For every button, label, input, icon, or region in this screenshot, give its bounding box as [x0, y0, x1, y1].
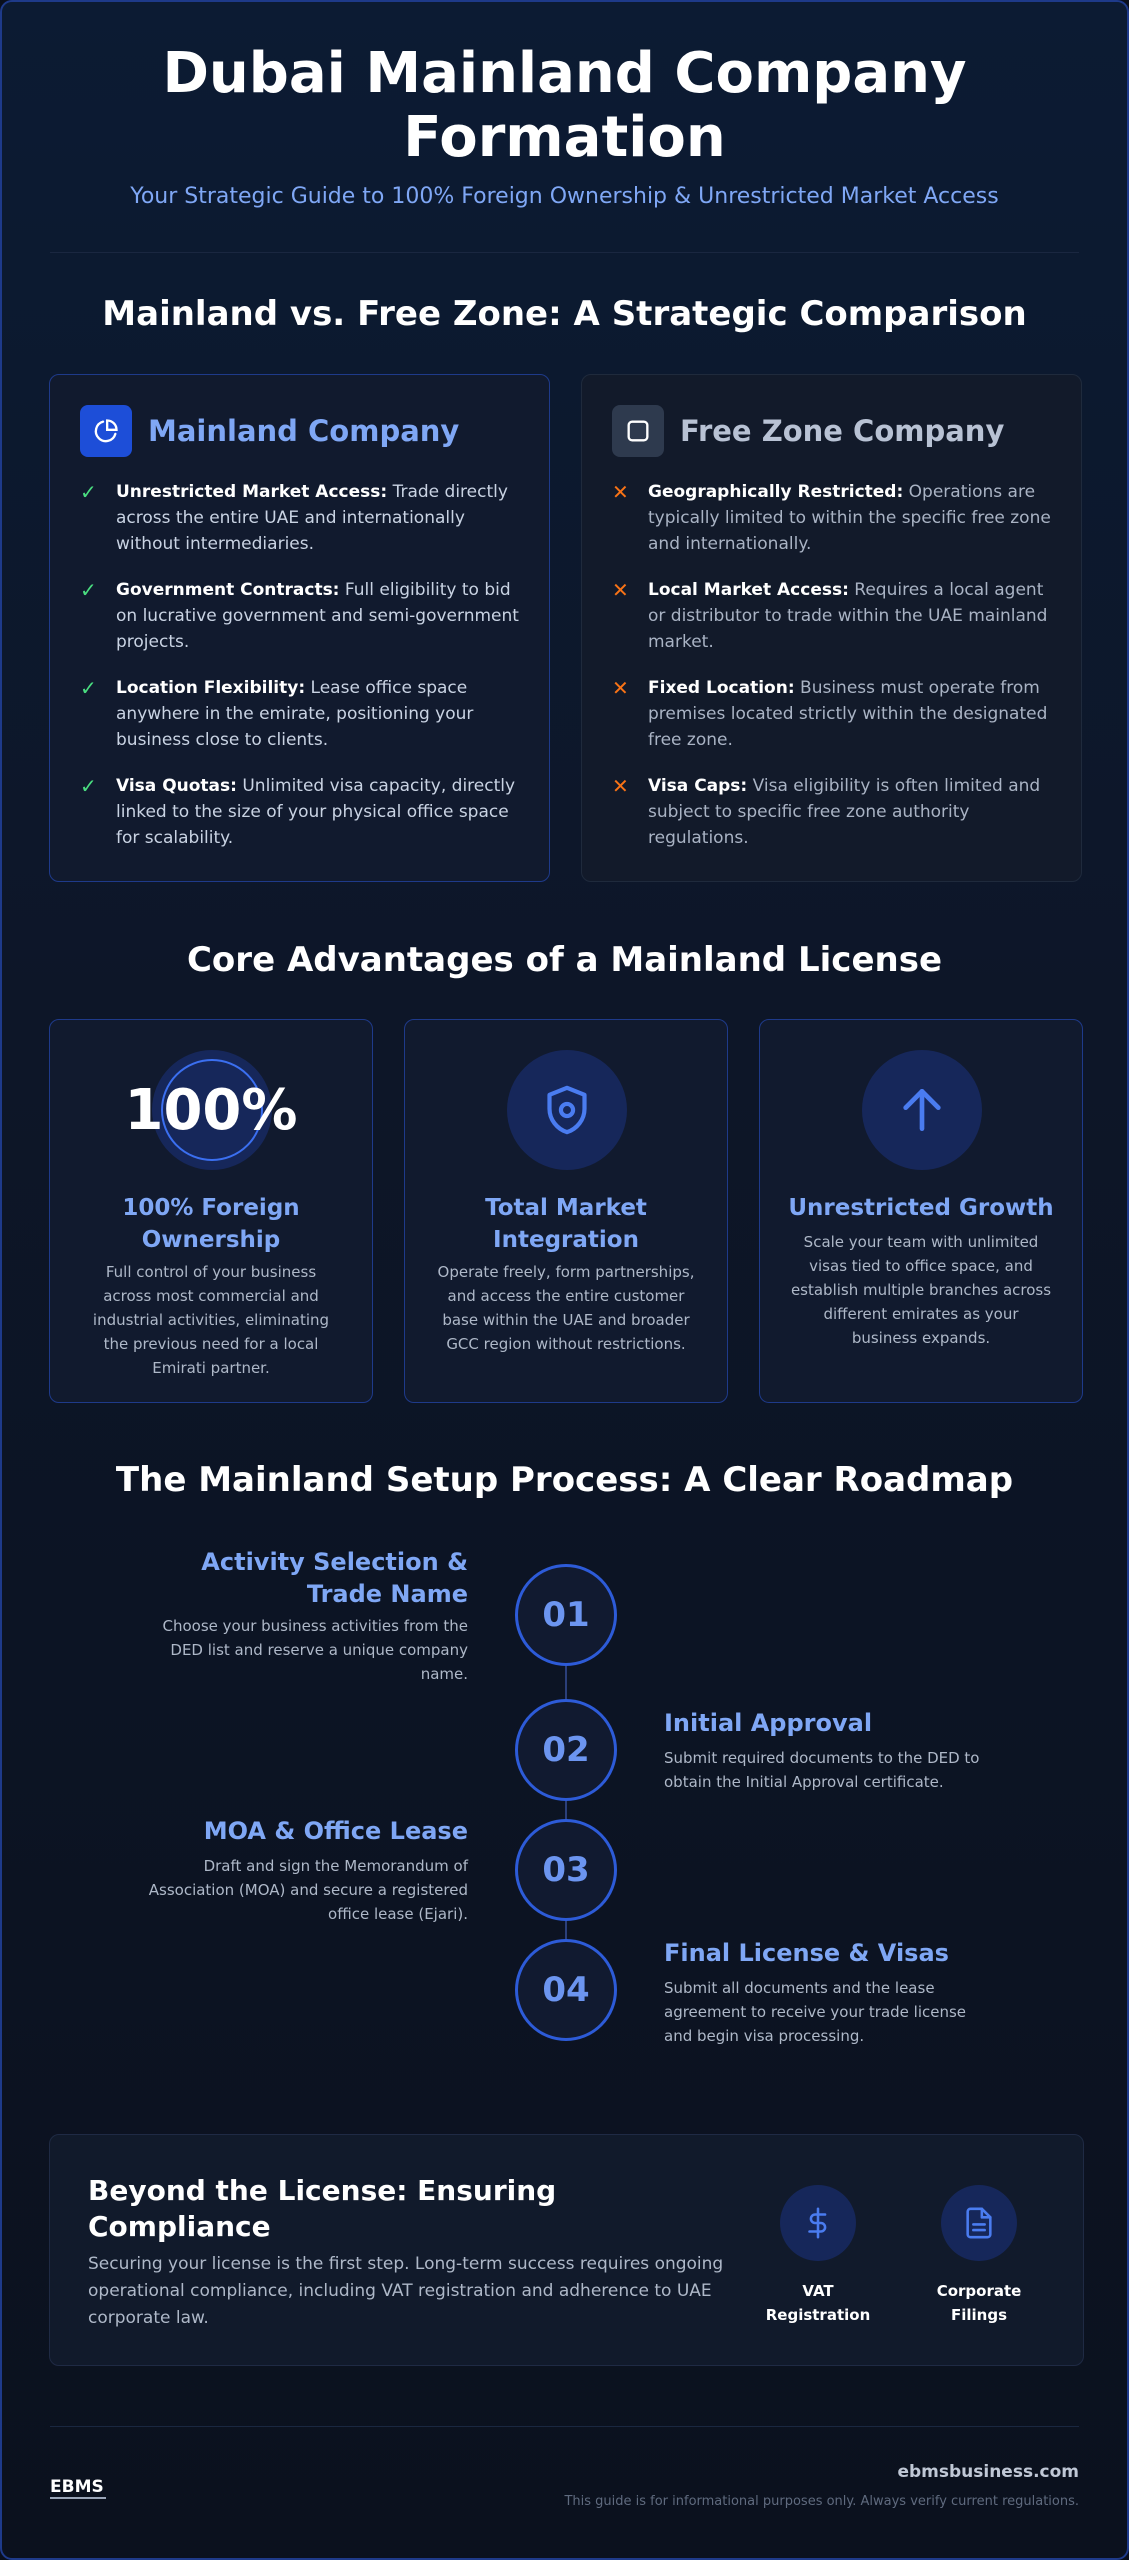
- check-icon: ✓: [80, 676, 97, 700]
- cross-icon: ✕: [612, 480, 629, 504]
- arrow-up-icon: [862, 1050, 982, 1170]
- step-title-4: Final License & Visas: [664, 1939, 949, 1967]
- step-number-1: 01: [515, 1564, 617, 1666]
- page-title: Dubai Mainland Company Formation: [162, 41, 967, 170]
- item-heading: Unrestricted Market Access:: [116, 482, 388, 502]
- vat-label: VAT Registration: [765, 2282, 871, 2324]
- vat-badge: VAT Registration: [763, 2185, 873, 2327]
- item-heading: Visa Quotas:: [116, 776, 237, 796]
- footer-divider: [50, 2426, 1079, 2427]
- freezone-item: ✕ Geographically Restricted: Operations …: [612, 479, 1051, 557]
- item-text: Lease office space anywhere in the emira…: [116, 678, 474, 750]
- step-desc-1: Choose your business activities from the…: [162, 1617, 468, 1683]
- document-icon: [941, 2185, 1017, 2261]
- compliance-desc: Securing your license is the first step.…: [88, 2254, 724, 2328]
- item-text: Trade directly across the entire UAE and…: [116, 482, 508, 554]
- dollar-icon: [780, 2185, 856, 2261]
- step-desc-3: Draft and sign the Memorandum of Associa…: [148, 1857, 468, 1923]
- filings-label: Corporate Filings: [936, 2282, 1022, 2324]
- item-text: Operations are typically limited to with…: [648, 482, 1051, 554]
- roadmap-section-title: The Mainland Setup Process: A Clear Road…: [115, 1460, 1014, 1500]
- item-heading: Visa Caps:: [648, 776, 748, 796]
- footer-site[interactable]: ebmsbusiness.com: [897, 2462, 1079, 2482]
- check-icon: ✓: [80, 774, 97, 798]
- divider: [50, 252, 1079, 253]
- freezone-card: Free Zone Company ✕ Geographically Restr…: [581, 374, 1082, 882]
- mainland-card-title: Mainland Company: [148, 414, 460, 448]
- item-heading: Government Contracts:: [116, 580, 340, 600]
- shield-icon: [507, 1050, 627, 1170]
- filings-badge: Corporate Filings: [924, 2185, 1034, 2327]
- ring-icon: [152, 1050, 272, 1170]
- freezone-item: ✕ Visa Caps: Visa eligibility is often l…: [612, 773, 1051, 851]
- step-number-4: 04: [515, 1939, 617, 2041]
- step-title-2: Initial Approval: [664, 1709, 873, 1737]
- advantage-title: Total Market Integration: [485, 1195, 647, 1253]
- check-icon: ✓: [80, 578, 97, 602]
- step-title-1: Activity Selection & Trade Name: [201, 1548, 468, 1608]
- comparison-section-title: Mainland vs. Free Zone: A Strategic Comp…: [102, 294, 1027, 334]
- logo-text: EBMS: [50, 2477, 104, 2497]
- item-text: Unlimited visa capacity, directly linked…: [116, 776, 516, 848]
- advantage-card-ownership: 100% 100% Foreign Ownership Full control…: [49, 1019, 373, 1403]
- item-text: Visa eligibility is often limited and su…: [648, 776, 1041, 848]
- check-icon: ✓: [80, 480, 97, 504]
- step-number-3: 03: [515, 1819, 617, 1921]
- mainland-item: ✓ Unrestricted Market Access: Trade dire…: [80, 479, 519, 557]
- item-text: Business must operate from premises loca…: [648, 678, 1048, 750]
- mainland-card: Mainland Company ✓ Unrestricted Market A…: [49, 374, 550, 882]
- header: Dubai Mainland Company Formation Your St…: [2, 41, 1127, 210]
- item-text: Requires a local agent or distributor to…: [648, 580, 1048, 652]
- advantage-desc: Scale your team with unlimited visas tie…: [790, 1233, 1052, 1347]
- item-text: Full eligibility to bid on lucrative gov…: [116, 580, 519, 652]
- advantage-card-growth: Unrestricted Growth Scale your team with…: [759, 1019, 1083, 1403]
- compliance-card: Beyond the License: Ensuring Compliance …: [49, 2134, 1084, 2366]
- advantage-card-integration: Total Market Integration Operate freely,…: [404, 1019, 728, 1403]
- mainland-item: ✓ Visa Quotas: Unlimited visa capacity, …: [80, 773, 519, 851]
- step-number-2: 02: [515, 1699, 617, 1801]
- advantages-section-title: Core Advantages of a Mainland License: [186, 940, 943, 980]
- freezone-card-title: Free Zone Company: [680, 414, 1005, 448]
- step-desc-2: Submit required documents to the DED to …: [664, 1749, 980, 1791]
- cross-icon: ✕: [612, 676, 629, 700]
- step-title-3: MOA & Office Lease: [203, 1817, 468, 1845]
- step-desc-4: Submit all documents and the lease agree…: [664, 1979, 967, 2045]
- advantage-desc: Operate freely, form partnerships, and a…: [437, 1263, 695, 1353]
- item-heading: Geographically Restricted:: [648, 482, 904, 502]
- cross-icon: ✕: [612, 774, 629, 798]
- freezone-item: ✕ Local Market Access: Requires a local …: [612, 577, 1051, 655]
- item-heading: Local Market Access:: [648, 580, 849, 600]
- square-icon: [612, 405, 664, 457]
- ownership-percent: 100%: [124, 1078, 298, 1143]
- pie-chart-icon: [80, 405, 132, 457]
- compliance-title: Beyond the License: Ensuring Compliance: [88, 2174, 557, 2243]
- page-subtitle: Your Strategic Guide to 100% Foreign Own…: [130, 184, 999, 209]
- item-heading: Location Flexibility:: [116, 678, 306, 698]
- cross-icon: ✕: [612, 578, 629, 602]
- freezone-item: ✕ Fixed Location: Business must operate …: [612, 675, 1051, 753]
- advantage-title: Unrestricted Growth: [788, 1195, 1054, 1221]
- advantage-title: 100% Foreign Ownership: [122, 1195, 300, 1253]
- advantage-desc: Full control of your business across mos…: [92, 1263, 330, 1377]
- item-heading: Fixed Location:: [648, 678, 795, 698]
- mainland-item: ✓ Location Flexibility: Lease office spa…: [80, 675, 519, 753]
- mainland-item: ✓ Government Contracts: Full eligibility…: [80, 577, 519, 655]
- ebms-logo: EBMS: [50, 2472, 110, 2504]
- footer-disclaimer: This guide is for informational purposes…: [564, 2494, 1079, 2509]
